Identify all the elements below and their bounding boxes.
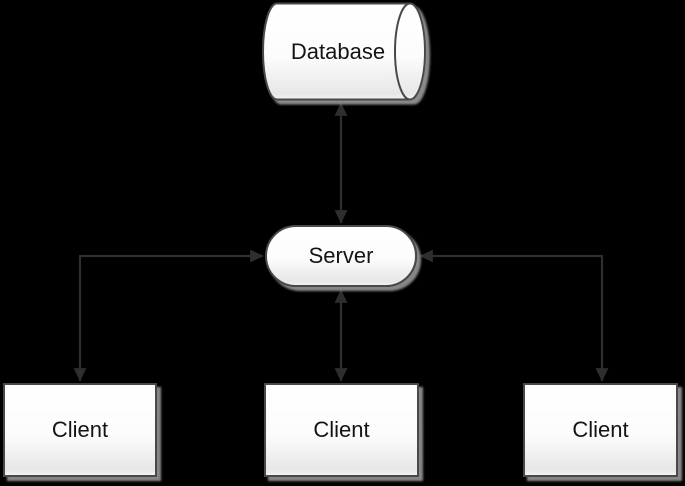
server-node: Server xyxy=(265,225,417,287)
connector-server-client-left xyxy=(73,249,264,382)
client-node-middle: Client xyxy=(264,383,419,477)
database-cylinder-seam xyxy=(394,2,411,101)
connectors xyxy=(73,102,609,382)
client-node-left: Client xyxy=(3,383,157,477)
client-node-right: Client xyxy=(523,383,678,477)
client-left-label-text: Client xyxy=(51,417,109,442)
database-label-text: Database xyxy=(290,38,386,64)
client-right-label-text: Client xyxy=(572,417,629,442)
connector-server-client-right xyxy=(419,249,609,382)
database-node xyxy=(262,2,426,101)
client-middle-label-text: Client xyxy=(313,417,370,442)
server-label-text: Server xyxy=(308,243,374,268)
database-label: Database xyxy=(263,3,413,100)
